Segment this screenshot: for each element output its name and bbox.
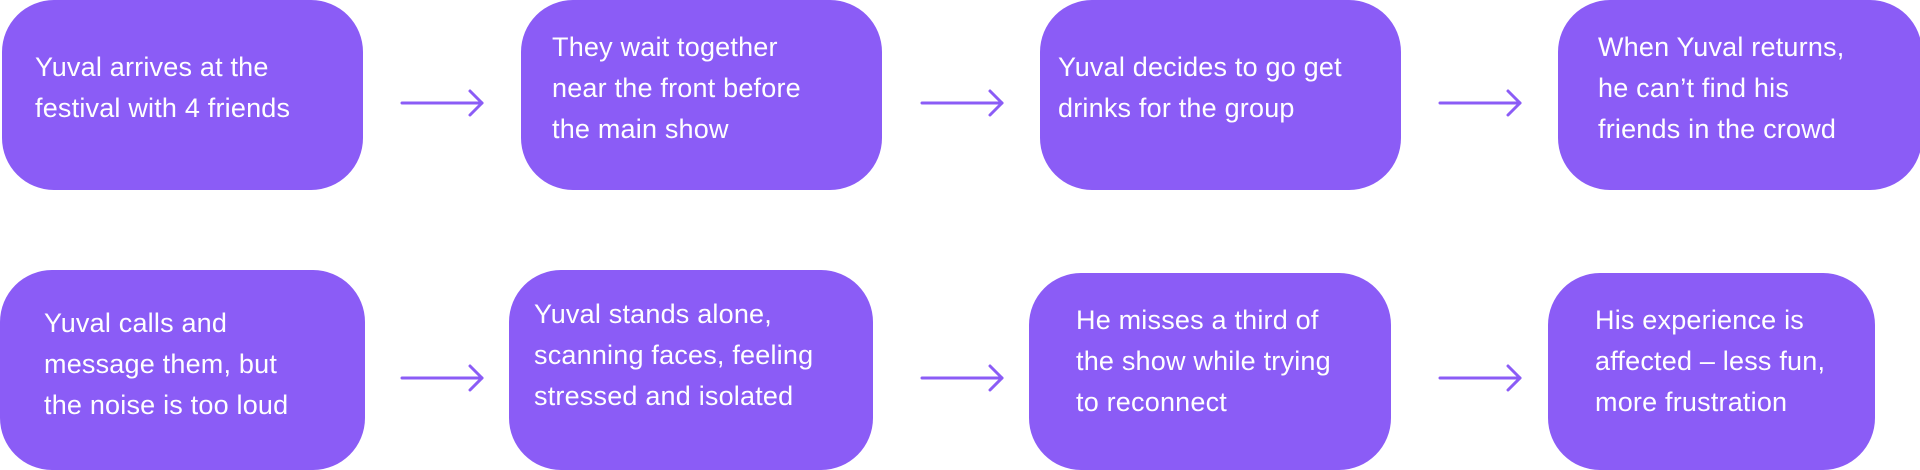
step-text-6: Yuval stands alone, scanning faces, feel…: [534, 298, 814, 411]
step-box-8: His experience is affected – less fun, m…: [1548, 273, 1875, 470]
step-box-1: Yuval arrives at the festival with 4 fri…: [2, 0, 363, 190]
arrow-right-icon: [920, 363, 1006, 393]
step-text-7: He misses a third of the show while tryi…: [1076, 305, 1331, 417]
step-box-5: Yuval calls and message them, but the no…: [0, 270, 365, 470]
arrow-right-icon: [400, 363, 486, 393]
arrow-right-icon: [1438, 88, 1524, 118]
step-text-5: Yuval calls and message them, but the no…: [44, 307, 289, 420]
step-box-2: They wait together near the front before…: [521, 0, 882, 190]
step-text-3: Yuval decides to go get drinks for the g…: [1058, 52, 1342, 123]
step-text-1: Yuval arrives at the festival with 4 fri…: [35, 52, 291, 123]
arrow-right-icon: [1438, 363, 1524, 393]
step-text-4: When Yuval returns, he can’t find his fr…: [1598, 31, 1845, 144]
arrow-right-icon: [920, 88, 1006, 118]
arrow-right-icon: [400, 88, 486, 118]
step-box-3: Yuval decides to go get drinks for the g…: [1040, 0, 1401, 190]
step-box-7: He misses a third of the show while tryi…: [1029, 273, 1391, 470]
step-box-4: When Yuval returns, he can’t find his fr…: [1558, 0, 1920, 190]
step-box-6: Yuval stands alone, scanning faces, feel…: [509, 270, 873, 470]
step-text-2: They wait together near the front before…: [552, 31, 801, 144]
step-text-8: His experience is affected – less fun, m…: [1595, 305, 1826, 417]
